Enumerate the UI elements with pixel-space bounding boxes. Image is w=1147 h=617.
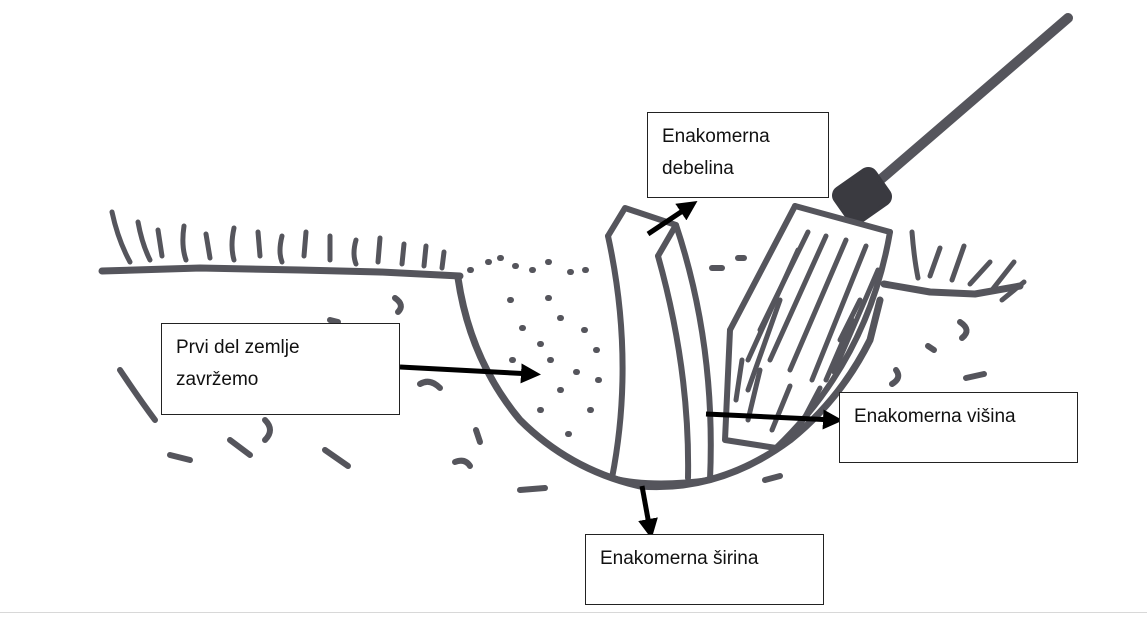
arrow-prvi-del xyxy=(399,363,541,384)
soil-specks xyxy=(117,255,987,493)
page-divider xyxy=(0,612,1147,613)
callout-text: Enakomerna širina xyxy=(600,548,759,569)
callout-prvi-del: Prvi del zemlje zavržemo xyxy=(161,323,400,415)
grass-right xyxy=(909,229,1027,303)
callout-text: Enakomerna višina xyxy=(854,406,1016,427)
callout-enakomerna-sirina: Enakomerna širina xyxy=(585,534,824,605)
grass-left xyxy=(109,209,447,271)
spade-collar xyxy=(832,166,892,226)
arrow-sirina xyxy=(638,485,658,539)
ground-line-left xyxy=(98,264,464,280)
arrow-visina xyxy=(705,409,843,430)
soil-hatching xyxy=(733,229,881,433)
spade-shaft xyxy=(875,13,1073,185)
callout-enakomerna-debelina: Enakomerna debelina xyxy=(647,112,829,198)
callout-enakomerna-visina: Enakomerna višina xyxy=(839,392,1078,463)
callout-text: Prvi del zemlje zavržemo xyxy=(176,337,300,390)
ground-line-right xyxy=(880,280,1024,298)
trench-outline xyxy=(454,274,884,491)
spade-blade xyxy=(605,205,714,487)
soil-dots xyxy=(467,255,602,437)
arrow-debelina xyxy=(646,201,698,237)
callout-text: Enakomerna debelina xyxy=(662,126,770,179)
